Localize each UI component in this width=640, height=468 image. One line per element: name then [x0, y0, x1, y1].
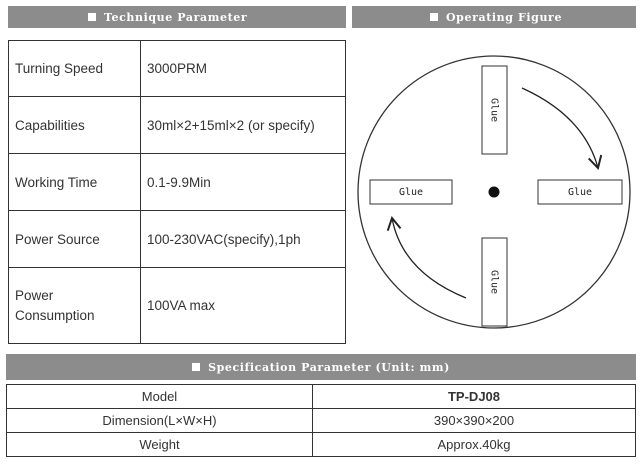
glue-label-bottom: Glue	[489, 270, 500, 294]
operating-figure-title: Operating Figure	[446, 10, 563, 24]
glue-tube-top: Glue	[481, 65, 508, 155]
table-row: Working Time 0.1-9.9Min	[8, 153, 346, 211]
technique-parameter-banner: Technique Parameter	[8, 6, 346, 28]
technique-parameter-table: Turning Speed 3000PRM Capabilities 30ml×…	[8, 40, 346, 344]
rotation-arrow-icon	[386, 216, 467, 299]
specification-parameter-title: Specification Parameter (Unit: mm)	[208, 360, 450, 374]
param-label: Power Consumption	[8, 267, 141, 344]
table-row: Weight Approx.40kg	[6, 432, 636, 457]
glue-tube-left: Glue	[369, 179, 453, 205]
param-value: 30ml×2+15ml×2 (or specify)	[140, 96, 346, 154]
param-label: Working Time	[8, 153, 141, 211]
spec-label: Weight	[6, 432, 313, 457]
spec-value: 390×390×200	[312, 408, 636, 433]
param-value: 3000PRM	[140, 40, 346, 97]
rotor-center-dot	[488, 186, 500, 198]
square-bullet-icon	[430, 13, 438, 21]
param-value: 0.1-9.9Min	[140, 153, 346, 211]
rotation-arrow-icon	[521, 87, 603, 170]
glue-tube-bottom: Glue	[481, 237, 508, 327]
table-row: Model TP-DJ08	[6, 384, 636, 409]
spec-label: Model	[6, 384, 313, 409]
specification-table: Model TP-DJ08 Dimension(L×W×H) 390×390×2…	[6, 384, 636, 457]
table-row: Capabilities 30ml×2+15ml×2 (or specify)	[8, 96, 346, 154]
square-bullet-icon	[192, 363, 201, 371]
operating-figure-banner: Operating Figure	[352, 6, 636, 28]
square-bullet-icon	[88, 13, 96, 21]
table-row: Power Source 100-230VAC(specify),1ph	[8, 210, 346, 268]
table-row: Dimension(L×W×H) 390×390×200	[6, 408, 636, 433]
param-label: Turning Speed	[8, 40, 141, 97]
glue-label-left: Glue	[399, 187, 423, 198]
operating-figure: Glue Glue Glue Glue	[357, 55, 631, 329]
param-label: Capabilities	[8, 96, 141, 154]
table-row: Power Consumption 100VA max	[8, 267, 346, 344]
spec-label: Dimension(L×W×H)	[6, 408, 313, 433]
param-value: 100VA max	[140, 267, 346, 344]
table-row: Turning Speed 3000PRM	[8, 40, 346, 97]
specification-parameter-banner: Specification Parameter (Unit: mm)	[6, 354, 636, 380]
param-label: Power Source	[8, 210, 141, 268]
param-value: 100-230VAC(specify),1ph	[140, 210, 346, 268]
spec-value: Approx.40kg	[312, 432, 636, 457]
glue-tube-right: Glue	[537, 179, 623, 205]
technique-parameter-title: Technique Parameter	[104, 10, 248, 24]
spec-value: TP-DJ08	[312, 384, 636, 409]
rotor-circle	[357, 55, 631, 329]
glue-label-top: Glue	[489, 98, 500, 122]
glue-label-right: Glue	[568, 187, 592, 198]
